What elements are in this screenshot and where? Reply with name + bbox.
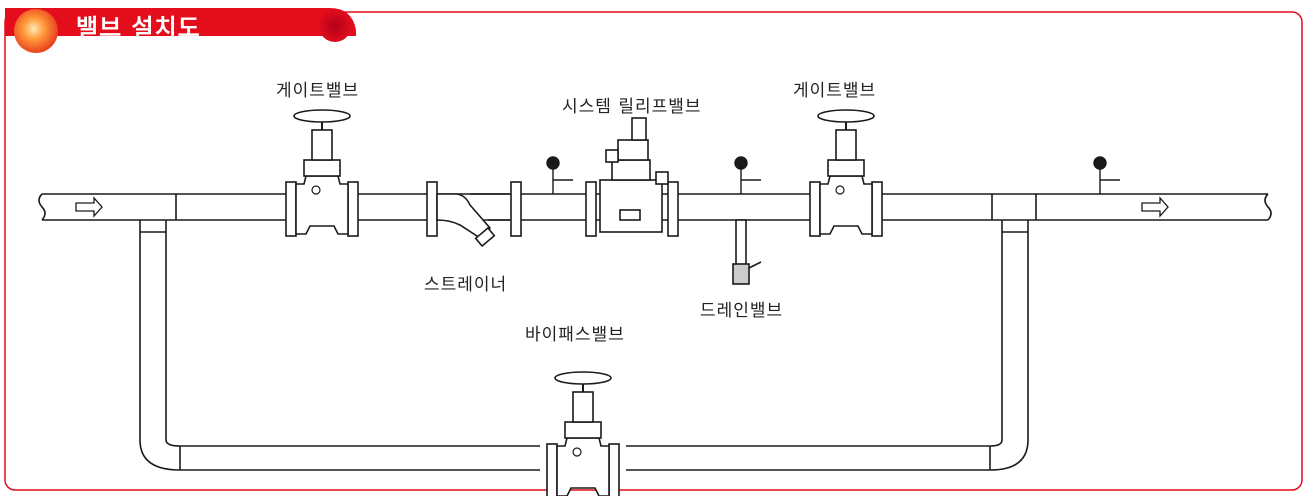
label-gate-valve-left: 게이트밸브 [276,81,360,101]
drain-valve-icon [732,219,762,285]
title-orb-icon [14,9,58,53]
gauge-icons [546,156,1120,194]
title-tab [5,8,356,36]
title-dot-icon [319,10,351,42]
diagram-frame [4,11,1303,491]
relief-valve-icon [585,117,679,237]
strainer-icon [426,181,522,248]
label-drain-valve: 드레인밸브 [700,301,784,321]
label-relief-valve: 시스템 릴리프밸브 [562,97,702,117]
gate-valve-right-icon [809,109,883,237]
label-strainer: 스트레이너 [424,275,508,295]
label-bypass-valve: 바이패스밸브 [525,325,625,345]
piping [38,193,1272,471]
page-title: 밸브 설치도 [76,14,201,42]
bypass-valve-icon [546,371,620,496]
label-gate-valve-right: 게이트밸브 [793,81,877,101]
gate-valve-left-icon [285,109,359,237]
